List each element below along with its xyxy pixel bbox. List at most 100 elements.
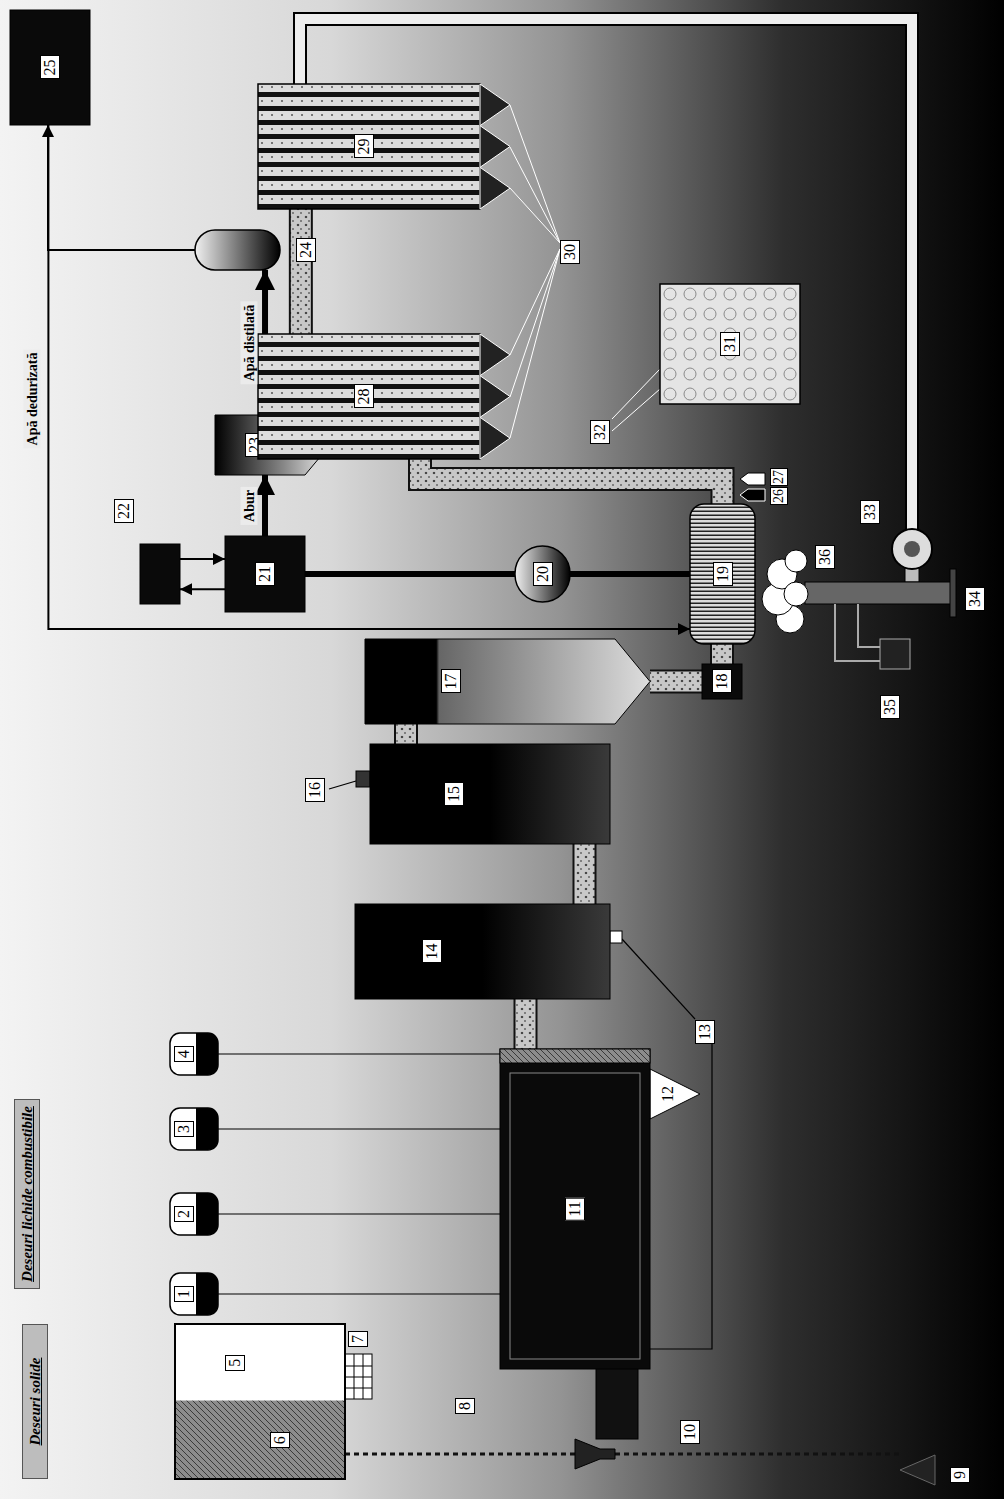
bag-filter-outline <box>258 84 510 209</box>
node-number: 18 <box>712 670 732 694</box>
node-number: 20 <box>533 562 553 586</box>
flow-line <box>48 125 195 250</box>
shape-part <box>170 1033 218 1075</box>
node-number: 19 <box>713 562 733 586</box>
flow-line <box>265 475 266 536</box>
shape-part <box>500 1049 650 1063</box>
node-number: 5 <box>225 1355 245 1371</box>
water-tank-outline <box>195 230 280 270</box>
callout-number: 34 <box>965 587 985 611</box>
waste-bunker: 56 <box>175 1324 345 1479</box>
bag-filter: 29 <box>258 84 510 209</box>
flow-line <box>570 574 690 575</box>
callout-number: 16 <box>305 778 325 802</box>
shape-part <box>258 84 480 209</box>
shape-part <box>480 167 510 209</box>
flue-duct <box>525 999 526 1049</box>
rotary-kiln: 11 <box>500 1049 650 1369</box>
node-number: 6 <box>270 1432 290 1448</box>
fan-pipe <box>905 568 919 582</box>
node-number: 4 <box>174 1046 194 1062</box>
bag-filter: 28 <box>258 334 510 459</box>
flow-line <box>180 559 225 560</box>
node-number: 22 <box>114 499 134 523</box>
flow-path <box>570 571 690 577</box>
smoke-cloud <box>762 550 808 633</box>
flow-path <box>305 571 515 577</box>
shape-part <box>258 334 480 459</box>
burner <box>596 1367 638 1439</box>
node-number: 28 <box>354 385 374 409</box>
duct-outline <box>420 459 723 504</box>
sensor <box>610 931 622 943</box>
node-number: 2 <box>174 1206 194 1222</box>
shape-part <box>480 126 510 168</box>
liquid-tank: 1 <box>170 1273 218 1315</box>
duct-fill <box>575 844 595 904</box>
duct-outline <box>650 670 702 694</box>
duct-fill <box>516 999 536 1049</box>
flow-line <box>180 589 225 590</box>
water-softener: 25 <box>10 10 90 125</box>
flue-duct <box>650 681 702 682</box>
stack <box>805 582 953 604</box>
callout-number: 9 <box>950 1467 970 1483</box>
flow-line <box>305 574 515 575</box>
callout-number: 26 <box>770 487 788 505</box>
node-number: 31 <box>720 332 740 356</box>
callout-number: 10 <box>680 1420 700 1444</box>
callout-number: 12 <box>659 1086 677 1102</box>
flow-path <box>218 1213 500 1214</box>
cyclone-outline <box>365 639 650 724</box>
callout-number: 8 <box>455 1398 475 1414</box>
water-tank: 24 <box>195 230 280 270</box>
flow-path <box>218 1293 500 1294</box>
gas-analyser <box>880 639 910 669</box>
duct-fill <box>712 644 732 664</box>
post-combustion-chamber-outline <box>355 904 610 999</box>
flow-line <box>218 1214 500 1215</box>
shape-part <box>170 1108 218 1150</box>
duct-outline <box>394 724 418 744</box>
fan-hub <box>904 541 920 557</box>
bag-filter-outline <box>258 334 510 459</box>
node-number: 25 <box>40 56 60 80</box>
callout-number: 32 <box>590 420 610 444</box>
flue-duct <box>722 644 723 664</box>
node-number: 11 <box>565 1197 585 1220</box>
flow-line <box>218 1054 500 1055</box>
cooling-tower-outline <box>370 744 610 844</box>
node-number: 29 <box>354 135 374 159</box>
shape-part <box>365 639 650 724</box>
liquid-tank: 2 <box>170 1193 218 1235</box>
duct-fill <box>396 724 416 744</box>
stack-base <box>950 569 956 617</box>
flue-duct <box>300 209 301 334</box>
flue-duct <box>584 844 585 904</box>
callout-number: 35 <box>880 695 900 719</box>
shape-part <box>480 376 510 418</box>
boiler-unit: 21 <box>225 536 305 612</box>
callout-number: 7 <box>348 1331 368 1347</box>
shape-part <box>702 664 742 699</box>
shape-part <box>480 334 510 376</box>
duct-outline <box>289 209 313 334</box>
shape-part <box>690 504 755 644</box>
shape-part <box>660 284 800 404</box>
shape-part <box>195 230 280 270</box>
shape-part <box>510 1073 640 1359</box>
probe-marker <box>740 473 765 485</box>
node-number: 14 <box>422 940 442 964</box>
duct-outline <box>710 644 734 664</box>
node-number: 17 <box>441 670 461 694</box>
flow-line <box>218 1129 500 1130</box>
node-number: 3 <box>174 1121 194 1137</box>
node-number: 1 <box>174 1286 194 1302</box>
probe-marker <box>740 489 765 501</box>
node-number: 15 <box>444 782 464 806</box>
flow-line <box>218 1294 500 1295</box>
flow-path <box>218 1053 500 1054</box>
duct-outline <box>573 844 597 904</box>
shape-part <box>515 546 570 602</box>
shape-part <box>140 544 180 604</box>
